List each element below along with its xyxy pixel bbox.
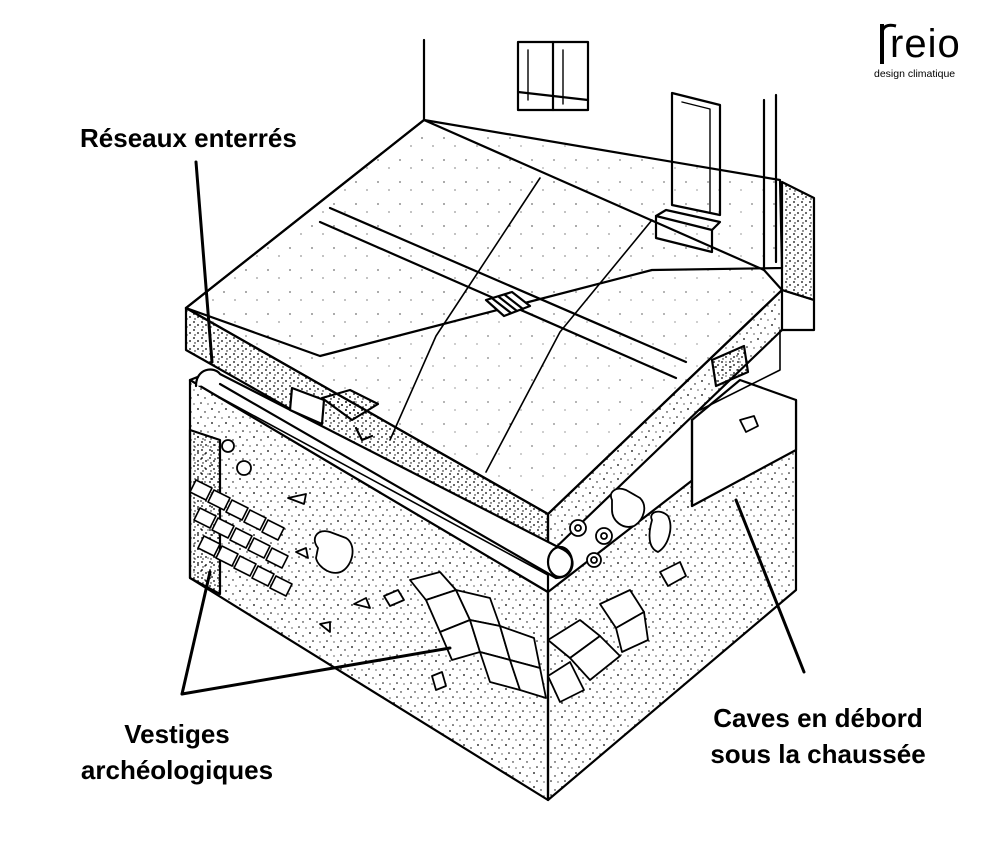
cellar-opening — [690, 329, 798, 508]
logo-f-top-stroke — [880, 23, 897, 35]
leader-lines — [180, 160, 806, 696]
leader-line-vestiges-left — [180, 570, 212, 696]
leader-line-reseaux — [194, 160, 214, 364]
label-reseaux-enterres: Réseaux enterrés — [80, 123, 297, 153]
logo-tagline: design climatique — [874, 68, 956, 80]
label-caves-line2: sous la chaussée — [710, 739, 926, 769]
label-vestiges-line2: archéologiques — [80, 755, 274, 785]
freio-logo: reio design climatique — [868, 22, 978, 92]
logo-f-glyph — [880, 24, 884, 64]
label-caves-en-debord: Caves en débord sous la chaussée — [690, 700, 946, 772]
amphora-icon — [313, 530, 354, 574]
road-surface — [184, 118, 784, 516]
leader-line-caves — [734, 498, 806, 674]
label-vestiges-line1: Vestiges — [124, 719, 230, 749]
buried-pipe — [194, 368, 574, 580]
archaeological-wall — [409, 571, 649, 703]
amphora-icon — [648, 510, 672, 553]
drain-grate-icon — [484, 290, 532, 318]
archaeological-amphorae — [221, 415, 759, 691]
leader-line-vestiges-right — [180, 646, 452, 696]
archaeological-paving — [189, 479, 293, 597]
logo-brand-text: reio — [890, 22, 961, 66]
amphora-icon — [610, 487, 646, 528]
label-caves-line1: Caves en débord — [713, 703, 923, 733]
label-vestiges-archeologiques: Vestiges archéologiques — [54, 716, 300, 788]
